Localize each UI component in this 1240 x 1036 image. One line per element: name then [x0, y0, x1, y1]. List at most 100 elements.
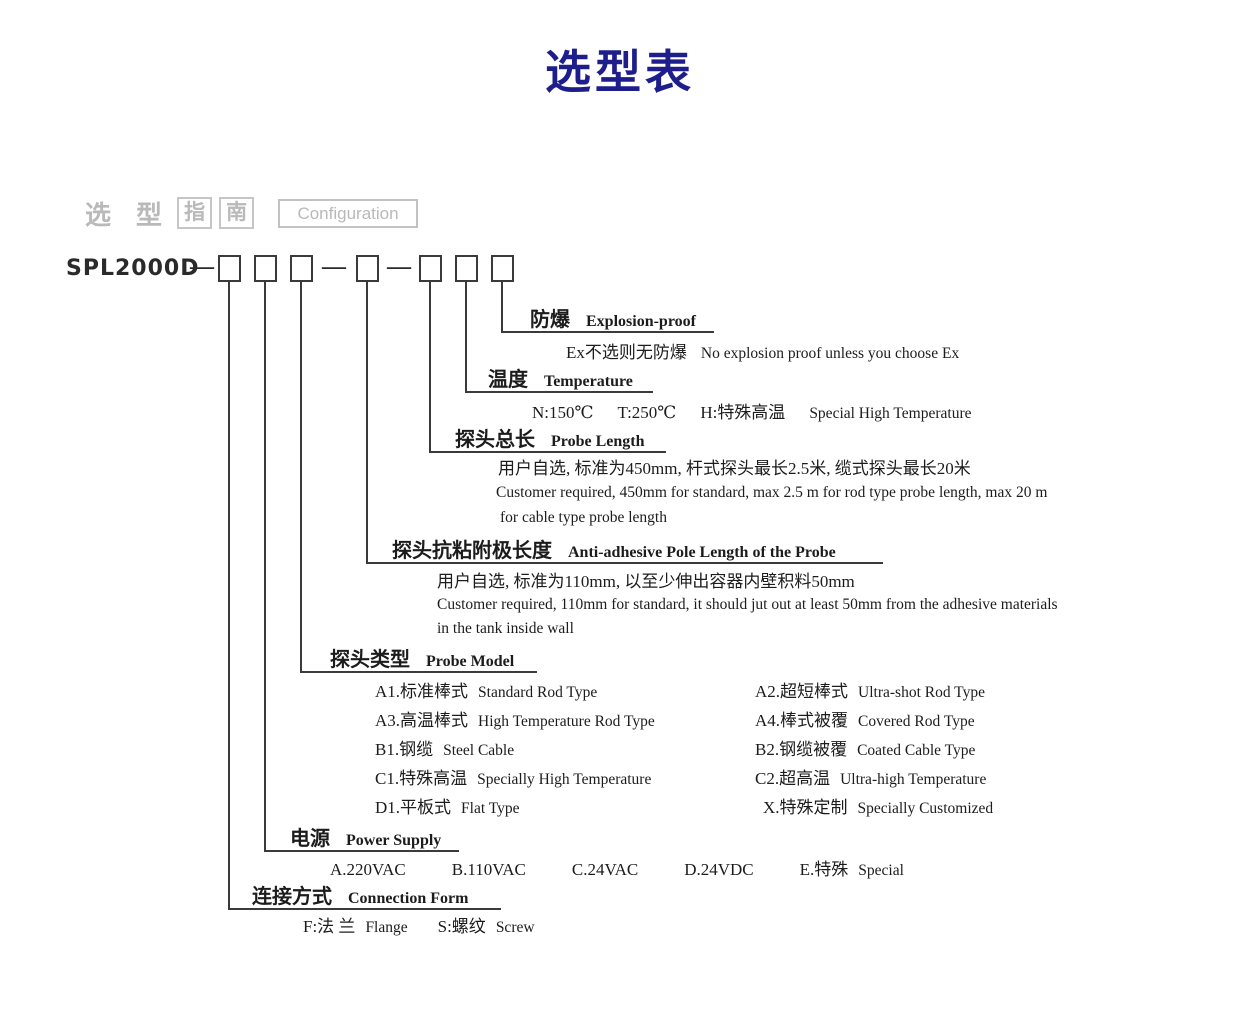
guide-badge-boxed-char-1: 指 — [177, 197, 213, 229]
connection-label-cn: 连接方式 — [252, 886, 332, 908]
connector-hline-probe-model — [300, 671, 537, 673]
probe-model-option-c2-en: Ultra-high Temperature — [840, 771, 987, 788]
model-separator-3: — — [387, 254, 411, 280]
temperature-detail-en: Special High Temperature — [809, 405, 972, 422]
section-label-explosion-proof: 防爆 Explosion-proof — [530, 303, 696, 332]
probe-length-detail-en2-text: for cable type probe length — [500, 509, 667, 526]
probe-model-option-c1-en: Specially High Temperature — [477, 771, 652, 788]
probe-model-option-b1-cn: B1.钢缆 — [375, 740, 434, 759]
probe-length-label-cn: 探头总长 — [455, 429, 535, 451]
connection-label-en: Connection Form — [348, 890, 469, 907]
connection-option-screw-cn: S:螺纹 — [437, 917, 486, 936]
section-label-probe-length: 探头总长 Probe Length — [455, 423, 644, 452]
power-option-c: C.24VAC — [571, 860, 639, 879]
model-separator-1: — — [190, 254, 214, 280]
connector-hline-probe-length — [429, 451, 666, 453]
probe-length-detail-cn-text: 用户自选, 标准为450mm, 杆式探头最长2.5米, 缆式探头最长20米 — [498, 459, 971, 478]
model-digit-box-1 — [218, 255, 241, 282]
connector-hline-power — [264, 850, 459, 852]
explosion-detail-en: No explosion proof unless you choose Ex — [700, 345, 960, 362]
guide-badge-boxed-char-2: 南 — [219, 197, 255, 229]
anti-adhesive-detail-en2: in the tank inside wall — [437, 620, 574, 638]
probe-model-option-a2-cn: A2.超短棒式 — [755, 682, 849, 701]
power-option-e-cn: E.特殊 — [799, 860, 849, 879]
probe-model-option-a3-en: High Temperature Rod Type — [478, 713, 655, 730]
probe-length-label-en: Probe Length — [551, 433, 645, 450]
selection-guide-badge: 选 型 指 南 — [85, 195, 255, 231]
anti-adhesive-label-en: Anti-adhesive Pole Length of the Probe — [568, 544, 836, 561]
power-option-d: D.24VDC — [684, 860, 754, 879]
model-digit-box-2 — [254, 255, 277, 282]
connector-hline-anti-adhesive — [366, 562, 883, 564]
power-label-cn: 电源 — [290, 828, 330, 850]
model-code-prefix: SPL2000D — [66, 256, 200, 281]
temperature-option-n: N:150℃ — [532, 403, 594, 422]
probe-length-detail-en1-text: Customer required, 450mm for standard, m… — [496, 484, 1048, 501]
probe-model-option-b1-en: Steel Cable — [443, 742, 515, 759]
anti-adhesive-label-cn: 探头抗粘附极长度 — [392, 540, 552, 562]
probe-model-option-d1: D1.平板式 Flat Type — [375, 793, 520, 818]
explosion-label-cn: 防爆 — [530, 309, 570, 331]
guide-badge-text: 选 型 — [85, 200, 171, 231]
temperature-option-h: H:特殊高温 — [700, 403, 786, 422]
section-label-temperature: 温度 Temperature — [488, 363, 633, 392]
probe-model-option-c2-cn: C2.超高温 — [755, 769, 831, 788]
section-label-connection-form: 连接方式 Connection Form — [252, 880, 468, 909]
connector-vline-probe-model — [300, 282, 302, 671]
connector-vline-probe-length — [429, 282, 431, 451]
probe-model-option-b2-cn: B2.钢缆被覆 — [755, 740, 848, 759]
probe-model-option-x-cn: X.特殊定制 — [763, 798, 848, 817]
probe-model-option-a2: A2.超短棒式 Ultra-shot Rod Type — [755, 677, 985, 702]
probe-model-option-b2-en: Coated Cable Type — [857, 742, 976, 759]
power-label-en: Power Supply — [346, 832, 442, 849]
model-digit-box-4 — [356, 255, 379, 282]
model-digit-box-6 — [455, 255, 478, 282]
model-digit-box-3 — [290, 255, 313, 282]
anti-adhesive-detail-en2-text: in the tank inside wall — [437, 620, 574, 637]
power-option-e: E.特殊 Special — [800, 855, 904, 880]
connector-vline-temperature — [465, 282, 467, 391]
temperature-option-t: T:250℃ — [617, 403, 677, 422]
power-detail: A.220VAC B.110VAC C.24VAC D.24VDC E.特殊 S… — [330, 855, 904, 880]
anti-adhesive-detail-cn: 用户自选, 标准为110mm, 以至少伸出容器内壁积料50mm — [437, 567, 855, 592]
probe-model-option-x-en: Specially Customized — [857, 800, 994, 817]
probe-model-option-c1: C1.特殊高温 Specially High Temperature — [375, 764, 651, 789]
connection-option-screw-en: Screw — [495, 919, 535, 936]
probe-model-option-d1-en: Flat Type — [461, 800, 520, 817]
probe-model-option-a1: A1.标准棒式 Standard Rod Type — [375, 677, 597, 702]
anti-adhesive-detail-en1: Customer required, 110mm for standard, i… — [437, 596, 1058, 614]
connection-option-flange: F:法 兰 Flange — [303, 912, 408, 937]
model-separator-2: — — [322, 254, 346, 280]
probe-model-option-b2: B2.钢缆被覆 Coated Cable Type — [755, 735, 975, 760]
connection-option-flange-cn: F:法 兰 — [303, 917, 356, 936]
probe-length-detail-en2: for cable type probe length — [500, 509, 667, 527]
temperature-detail: N:150℃ T:250℃ H:特殊高温 Special High Temper… — [532, 398, 972, 423]
probe-length-detail-cn: 用户自选, 标准为450mm, 杆式探头最长2.5米, 缆式探头最长20米 — [498, 454, 971, 479]
section-label-anti-adhesive: 探头抗粘附极长度 Anti-adhesive Pole Length of th… — [392, 534, 836, 563]
probe-model-option-a3-cn: A3.高温棒式 — [375, 711, 469, 730]
probe-model-option-c2: C2.超高温 Ultra-high Temperature — [755, 764, 986, 789]
probe-length-detail-en1: Customer required, 450mm for standard, m… — [496, 484, 1047, 502]
model-digit-box-7 — [491, 255, 514, 282]
probe-model-option-a4: A4.棒式被覆 Covered Rod Type — [755, 706, 975, 731]
temperature-label-en: Temperature — [544, 373, 633, 390]
connector-hline-temperature — [465, 391, 653, 393]
probe-model-option-a4-cn: A4.棒式被覆 — [755, 711, 849, 730]
probe-model-option-c1-cn: C1.特殊高温 — [375, 769, 468, 788]
power-option-a: A.220VAC — [330, 860, 406, 879]
temperature-label-cn: 温度 — [488, 369, 528, 391]
explosion-detail: Ex不选则无防爆 No explosion proof unless you c… — [566, 338, 959, 363]
configuration-badge: Configuration — [278, 199, 418, 228]
section-label-power-supply: 电源 Power Supply — [290, 822, 441, 851]
connector-vline-connection — [228, 282, 230, 908]
connection-option-flange-en: Flange — [365, 919, 408, 936]
probe-model-option-d1-cn: D1.平板式 — [375, 798, 452, 817]
explosion-detail-cn: Ex不选则无防爆 — [566, 343, 687, 362]
connector-vline-power — [264, 282, 266, 850]
connection-option-screw: S:螺纹 Screw — [438, 912, 535, 937]
connection-detail: F:法 兰 Flange S:螺纹 Screw — [303, 912, 535, 937]
explosion-label-en: Explosion-proof — [586, 313, 696, 330]
connector-hline-connection — [228, 908, 501, 910]
anti-adhesive-detail-en1-text: Customer required, 110mm for standard, i… — [437, 596, 1058, 613]
